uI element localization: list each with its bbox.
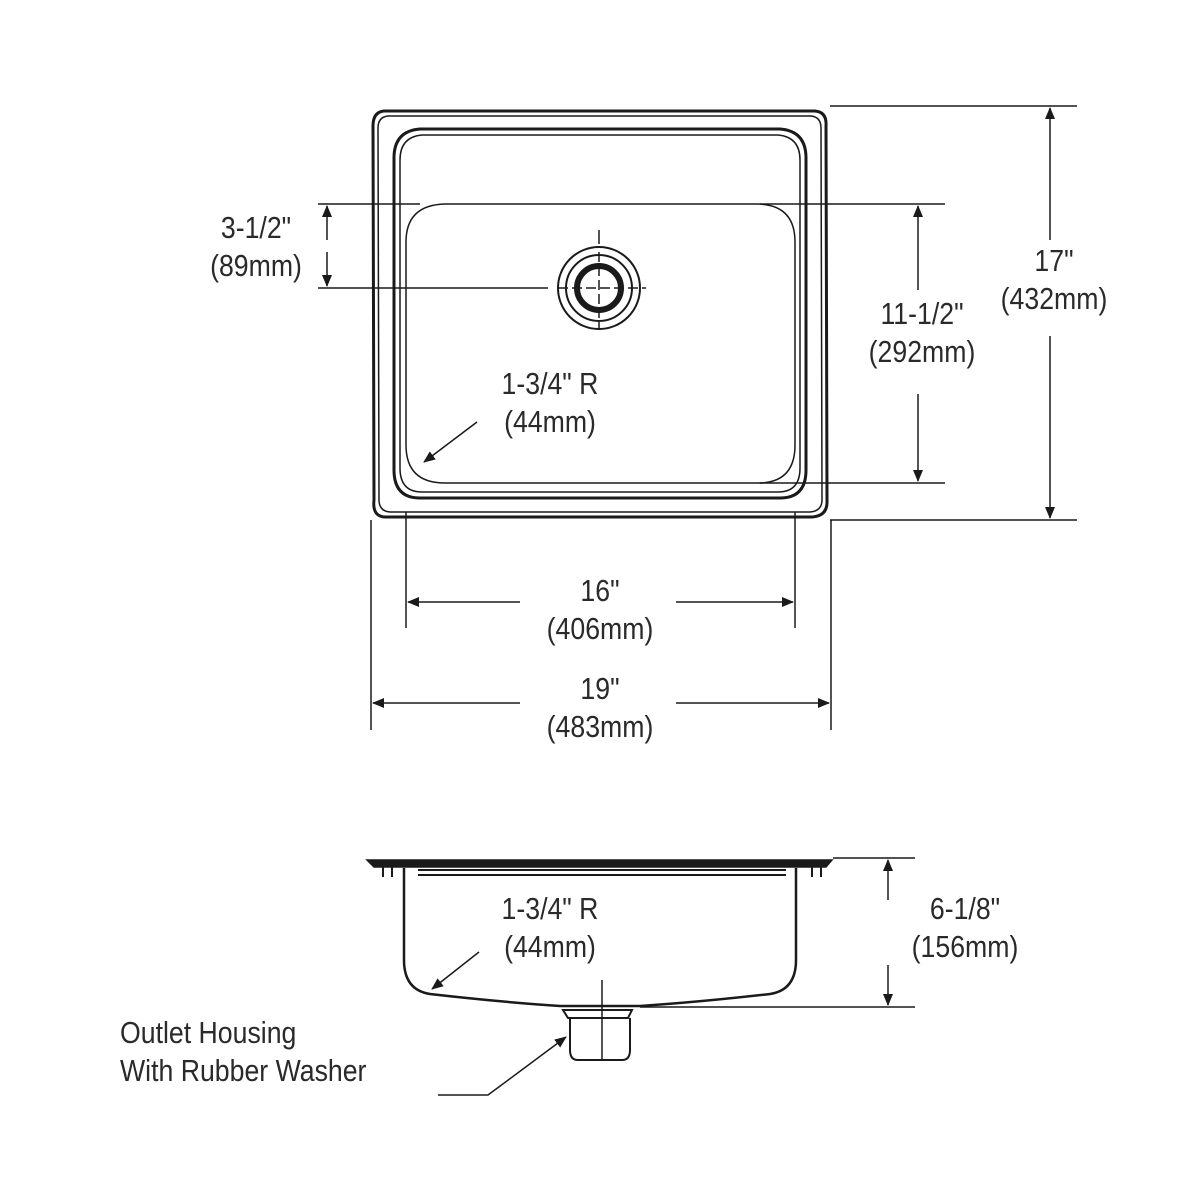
drain-offset-label: 3-1/2" (89mm) <box>210 210 302 283</box>
sink-rim-outline <box>371 109 829 519</box>
bowl-outline <box>405 203 796 484</box>
sink-deck-edge <box>392 127 808 500</box>
outlet-housing-callout: Outlet Housing With Rubber Washer <box>120 1015 367 1088</box>
overall-width-label: 19" (483mm) <box>546 671 654 744</box>
bowl-profile <box>402 868 798 1008</box>
top-corner-radius-label: 1-3/4" R (44mm) <box>501 366 599 439</box>
outlet-housing <box>561 1009 634 1019</box>
bowl-front-back-label: 11-1/2" (292mm) <box>868 296 976 369</box>
sink-rim-inner <box>377 115 823 513</box>
depth-label: 6-1/8" (156mm) <box>911 891 1019 964</box>
rim-flange <box>365 859 834 868</box>
drain-icon <box>557 230 646 330</box>
side-view <box>365 857 915 1096</box>
overall-front-back-label: 17" (432mm) <box>1000 243 1108 316</box>
side-corner-radius-label: 1-3/4" R (44mm) <box>501 891 599 964</box>
bowl-width-label: 16" (406mm) <box>546 573 654 646</box>
top-view <box>318 105 1077 730</box>
